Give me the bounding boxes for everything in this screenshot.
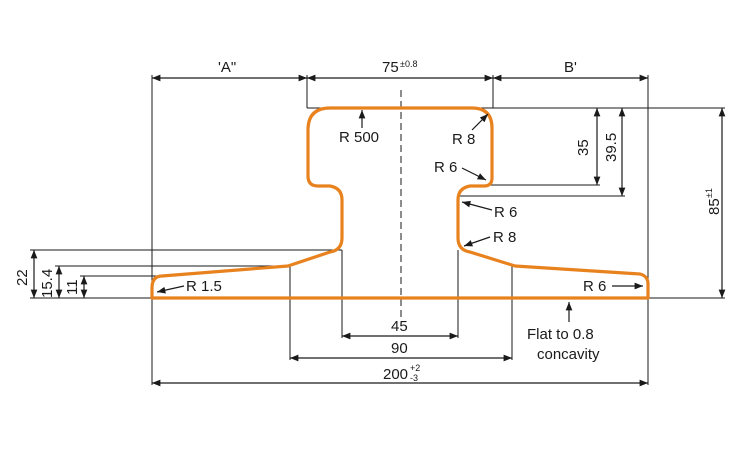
rail-profile-outline <box>150 106 650 300</box>
label-r6-head: R 6 <box>434 159 457 176</box>
label-39-5: 39.5 <box>603 133 620 162</box>
label-height: 85 <box>706 198 723 215</box>
label-base-tol-up: +2 <box>410 363 420 373</box>
label-15-4: 15.4 <box>39 269 56 298</box>
leader-arrows <box>156 110 643 322</box>
label-web: 45 <box>391 318 408 335</box>
label-top-width-tol: ±0.8 <box>400 59 417 69</box>
label-r6-web: R 6 <box>494 204 517 221</box>
label-11: 11 <box>64 279 81 295</box>
label-r1-5: R 1.5 <box>186 278 222 295</box>
label-A: 'A" <box>218 59 236 76</box>
label-flat-line2: concavity <box>537 346 600 363</box>
label-base-tol-dn: -3 <box>410 373 418 383</box>
label-height-tol: ±1 <box>704 188 714 198</box>
label-r8-head: R 8 <box>452 131 475 148</box>
label-35: 35 <box>575 139 592 156</box>
label-r6-foot: R 6 <box>583 278 606 295</box>
extension-lines <box>30 75 725 385</box>
label-top-width: 75 <box>382 59 399 76</box>
label-mid: 90 <box>391 340 408 357</box>
label-base: 200 <box>383 366 408 383</box>
label-22: 22 <box>14 269 31 286</box>
label-flat-line1: Flat to 0.8 <box>527 326 594 343</box>
label-B: B' <box>564 59 577 76</box>
label-r8-web: R 8 <box>493 229 516 246</box>
label-r500: R 500 <box>339 129 379 146</box>
dimension-lines <box>30 74 726 387</box>
